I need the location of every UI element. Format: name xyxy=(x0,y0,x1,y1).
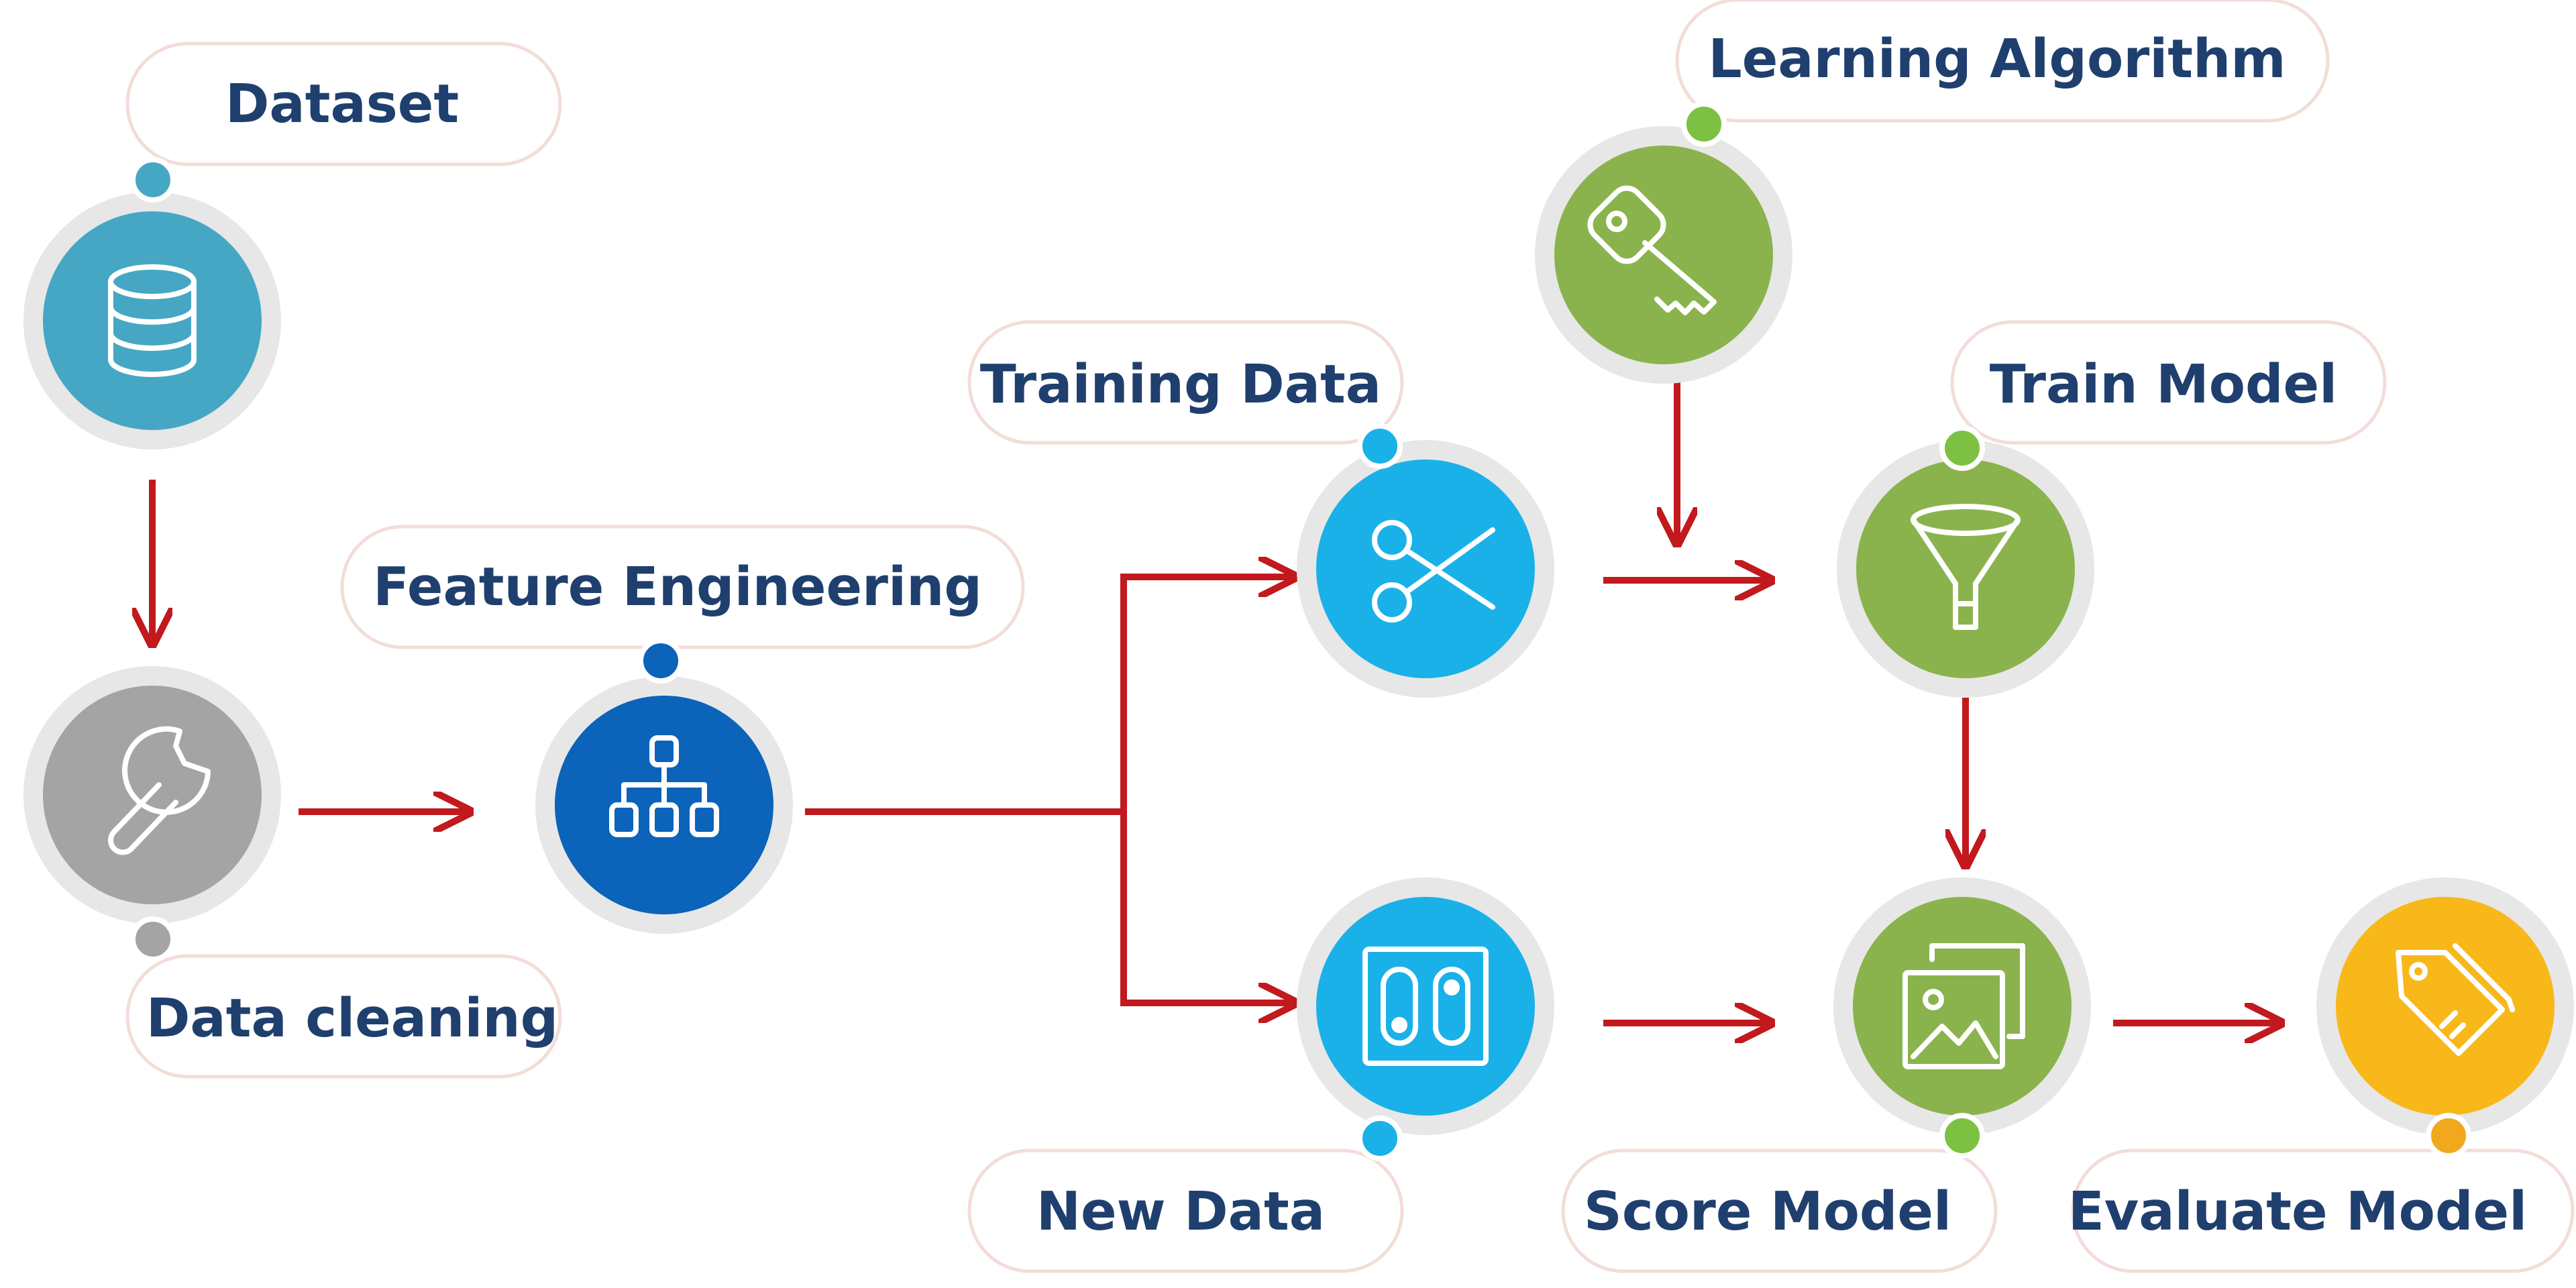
score-model-connector-dot xyxy=(1939,1113,1985,1159)
connectors xyxy=(152,379,2281,1023)
arrow-feature-to-training xyxy=(805,577,1295,815)
wrench-icon xyxy=(107,726,211,855)
node-data-cleaning: Data cleaning xyxy=(23,666,562,1079)
evaluate-model-label: Evaluate Model xyxy=(2068,1181,2527,1242)
dataset-label-pill xyxy=(125,42,562,166)
dataset-connector-dot xyxy=(130,157,176,203)
funnel-icon xyxy=(1911,504,2021,630)
evaluate-model-circle xyxy=(2336,897,2555,1116)
score-model-label-pill xyxy=(1561,1148,1998,1273)
score-model-label: Score Model xyxy=(1584,1181,1951,1242)
learning-algorithm-label-pill xyxy=(1675,0,2330,123)
tags-icon xyxy=(2396,943,2515,1056)
evaluate-model-label-pill xyxy=(2071,1148,2575,1273)
data-cleaning-label: Data cleaning xyxy=(146,987,558,1049)
training-data-connector-dot xyxy=(1357,423,1403,469)
node-feature-engineering: Feature Engineering xyxy=(340,525,1025,934)
scissors-icon xyxy=(1372,520,1495,623)
node-learning-algorithm: Learning Algorithm xyxy=(1535,0,2330,384)
arrow-feature-to-newdata xyxy=(1120,808,1295,1003)
train-model-label: Train Model xyxy=(1990,354,2337,415)
train-model-circle xyxy=(1856,460,2075,678)
new-data-connector-dot xyxy=(1357,1116,1403,1161)
learning-algorithm-label: Learning Algorithm xyxy=(1708,28,2286,90)
key-icon xyxy=(1587,185,1717,315)
data-cleaning-label-pill xyxy=(125,954,562,1079)
train-model-label-pill xyxy=(1950,320,2387,445)
node-new-data: New Data xyxy=(967,877,1554,1273)
learning-algorithm-circle xyxy=(1554,146,1773,364)
learning-algorithm-connector-dot xyxy=(1681,101,1727,147)
new-data-circle xyxy=(1316,897,1535,1116)
node-train-model: Train Model xyxy=(1837,320,2387,698)
feature-engineering-label: Feature Engineering xyxy=(373,556,982,618)
new-data-label-pill xyxy=(967,1148,1404,1273)
dataset-label: Dataset xyxy=(225,73,459,135)
new-data-label: New Data xyxy=(1036,1181,1325,1242)
score-model-circle xyxy=(1853,897,2072,1116)
node-evaluate-model: Evaluate Model xyxy=(2068,877,2575,1273)
feature-engineering-connector-dot xyxy=(638,638,684,684)
training-data-circle xyxy=(1316,460,1535,678)
hierarchy-icon xyxy=(609,735,719,837)
switch-icon xyxy=(1362,947,1489,1066)
node-dataset: Dataset xyxy=(23,42,562,449)
train-model-connector-dot xyxy=(1939,425,1985,471)
training-data-label: Training Data xyxy=(980,354,1381,415)
feature-engineering-label-pill xyxy=(340,525,1025,649)
data-cleaning-connector-dot xyxy=(130,916,176,962)
node-training-data: Training Data xyxy=(967,320,1554,698)
images-icon xyxy=(1902,943,2025,1069)
evaluate-model-connector-dot xyxy=(2426,1113,2471,1159)
database-icon xyxy=(108,264,197,377)
node-score-model: Score Model xyxy=(1561,877,2091,1273)
training-data-label-pill xyxy=(967,320,1404,445)
